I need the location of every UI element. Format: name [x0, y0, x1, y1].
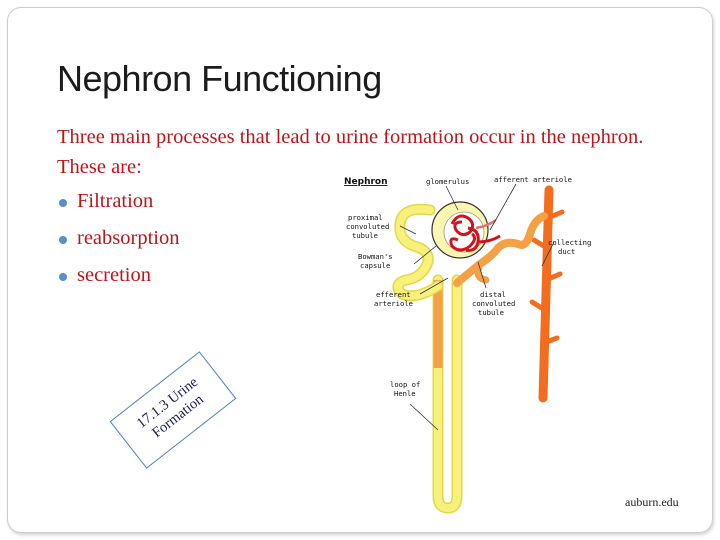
list-item-label: secretion — [77, 264, 151, 286]
label-loop-line1: loop of — [390, 380, 420, 389]
list-item-filtration: Filtration — [57, 190, 179, 227]
list-item-label: reabsorption — [77, 227, 180, 249]
label-distal-line3: tubule — [478, 308, 504, 317]
list-item-secretion: secretion — [57, 264, 179, 301]
list-item-label: Filtration — [77, 190, 154, 212]
label-glomerulus: glomerulus — [426, 177, 469, 186]
label-proximal-line3: tubule — [352, 231, 378, 240]
pointer-lines — [399, 183, 555, 431]
label-efferent-line2: arteriole — [374, 299, 413, 308]
source-credit: auburn.edu — [625, 495, 679, 509]
diagram-title: Nephron — [344, 177, 388, 187]
bullet-icon — [59, 236, 67, 244]
label-loop-line2: Henle — [394, 389, 416, 398]
label-bowman-line2: capsule — [360, 261, 390, 270]
label-efferent-line1: efferent — [376, 290, 411, 299]
label-collecting-line2: duct — [558, 247, 575, 256]
proximal-convoluted-tubule — [392, 203, 444, 302]
list-item-reabsorption: reabsorption — [57, 227, 179, 264]
slide-title: Nephron Functioning — [57, 58, 382, 99]
nephron-diagram: Nephron — [344, 175, 591, 514]
collecting-duct — [529, 185, 565, 403]
label-collecting-line1: collecting — [548, 238, 591, 247]
intro-text: Three main processes that lead to urine … — [57, 126, 644, 178]
bullet-icon — [59, 273, 67, 281]
label-distal-line2: convoluted — [472, 299, 515, 308]
label-bowman-line1: Bowman's — [358, 252, 393, 261]
label-proximal-line1: proximal — [348, 213, 383, 222]
loop-of-henle — [432, 274, 463, 514]
label-proximal-line2: convoluted — [346, 222, 389, 231]
label-distal-line1: distal — [480, 290, 506, 299]
slide-frame — [7, 7, 713, 533]
bullet-icon — [59, 199, 67, 207]
label-afferent-arteriole: afferent arteriole — [494, 175, 572, 184]
process-list: Filtration reabsorption secretion — [57, 190, 179, 301]
glomerulus — [449, 214, 501, 252]
